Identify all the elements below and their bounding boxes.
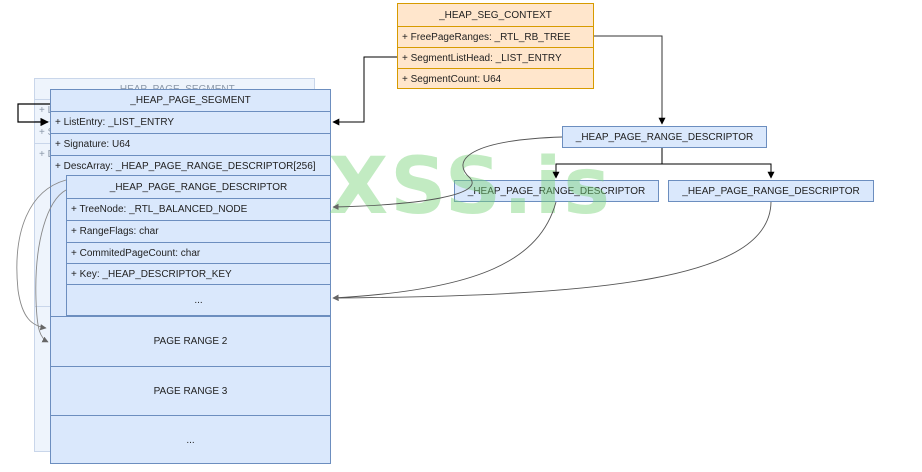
ghost-page-range-strip xyxy=(34,306,52,452)
edge-left-to-more xyxy=(332,201,557,301)
page-segment-field-list-entry: + ListEntry: _LIST_ENTRY xyxy=(51,111,330,133)
tree-right-descriptor: _HEAP_PAGE_RANGE_DESCRIPTOR xyxy=(668,180,874,202)
range-descriptor-field-range-flags: + RangeFlags: char xyxy=(67,220,330,242)
edge-segment-list-head xyxy=(332,56,397,126)
seg-context-field-segment-list-head: + SegmentListHead: _LIST_ENTRY xyxy=(398,47,593,68)
page-range-more: ... xyxy=(51,415,330,465)
edge-descarray-to-range-2 xyxy=(16,179,67,331)
page-range-2: PAGE RANGE 2 xyxy=(51,316,330,366)
range-descriptor-field-key: + Key: _HEAP_DESCRIPTOR_KEY xyxy=(67,263,330,284)
page-segment-field-signature: + Signature: U64 xyxy=(51,133,330,155)
tree-root-descriptor: _HEAP_PAGE_RANGE_DESCRIPTOR xyxy=(562,126,767,148)
edge-root-to-treenode xyxy=(332,136,563,211)
edge-root-left xyxy=(552,148,663,179)
edge-free-page-ranges xyxy=(594,35,666,125)
heap-seg-context: _HEAP_SEG_CONTEXT + FreePageRanges: _RTL… xyxy=(397,3,594,89)
page-range-3: PAGE RANGE 3 xyxy=(51,366,330,415)
page-segment-title: _HEAP_PAGE_SEGMENT xyxy=(130,95,251,106)
edge-root-right xyxy=(662,163,775,179)
range-descriptor-more: ... xyxy=(67,284,330,316)
page-segment-field-desc-array: + DescArray: _HEAP_PAGE_RANGE_DESCRIPTOR… xyxy=(51,155,330,177)
edge-right-to-more xyxy=(332,201,772,302)
seg-context-field-segment-count: + SegmentCount: U64 xyxy=(398,68,593,89)
edge-descarray-to-range-3 xyxy=(35,189,67,343)
range-descriptor-field-commited-page-count: + CommitedPageCount: char xyxy=(67,242,330,263)
range-descriptor-title: _HEAP_PAGE_RANGE_DESCRIPTOR xyxy=(109,181,288,193)
tree-left-descriptor: _HEAP_PAGE_RANGE_DESCRIPTOR xyxy=(454,180,659,202)
seg-context-title: _HEAP_SEG_CONTEXT xyxy=(439,9,552,21)
range-descriptor-field-tree-node: + TreeNode: _RTL_BALANCED_NODE xyxy=(67,198,330,220)
heap-page-range-descriptor: _HEAP_PAGE_RANGE_DESCRIPTOR + TreeNode: … xyxy=(66,175,331,316)
seg-context-field-free-page-ranges: + FreePageRanges: _RTL_RB_TREE xyxy=(398,26,593,47)
edge-list-loop xyxy=(17,103,50,127)
